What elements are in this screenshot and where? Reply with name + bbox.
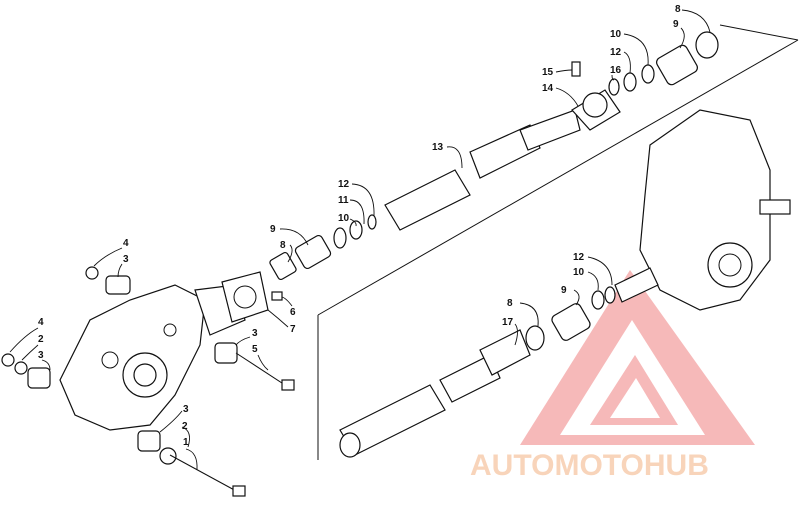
callout-7: 7 [290,324,296,335]
callout-3-left: 3 [38,350,44,361]
callout-2-left: 2 [38,334,44,345]
callout-3-upper: 3 [123,254,129,265]
callout-8-lower: 8 [507,298,513,309]
upper-driveshaft [269,109,581,281]
callout-10-right: 10 [610,29,622,40]
callout-11: 11 [338,195,349,206]
callout-3: 3 [183,404,189,415]
left-gearcase-housing [59,284,246,431]
callout-9-lower: 9 [561,285,567,296]
callout-12-lower: 12 [573,252,585,263]
callout-17: 17 [502,317,514,328]
callout-16: 16 [610,65,622,76]
callout-9-upper: 9 [270,224,276,235]
callout-2: 2 [182,421,188,432]
callout-13: 13 [432,142,444,153]
left-bushings [1,266,238,465]
callout-14: 14 [542,83,554,94]
callout-6: 6 [290,307,296,318]
callout-10-upper: 10 [338,213,350,224]
bearing-support [571,61,621,131]
lower-driveshaft [339,267,659,458]
upper-right-seals [608,31,719,96]
callout-12-right: 12 [610,47,622,58]
callouts: 1 2 3 4 2 3 4 3 3 5 6 7 9 8 10 11 12 13 [9,4,711,471]
callout-5: 5 [252,344,258,355]
callout-4: 4 [38,317,44,328]
callout-9-right: 9 [673,19,679,30]
callout-8-right: 8 [675,4,681,15]
callout-12-upper: 12 [338,179,350,190]
callout-10-lower: 10 [573,267,585,278]
shaft-guide-lines [317,24,799,460]
watermark-logo: AUTOMOTOHUB [470,270,755,482]
right-transfer-case [639,109,791,311]
callout-4-upper: 4 [123,238,129,249]
callout-3-mid: 3 [252,328,258,339]
long-bolts [169,352,295,497]
callout-1: 1 [183,437,189,448]
bolt-6 [271,291,283,301]
callout-8-upper: 8 [280,240,286,251]
svg-text:AUTOMOTOHUB: AUTOMOTOHUB [470,449,709,482]
callout-15: 15 [542,67,554,78]
